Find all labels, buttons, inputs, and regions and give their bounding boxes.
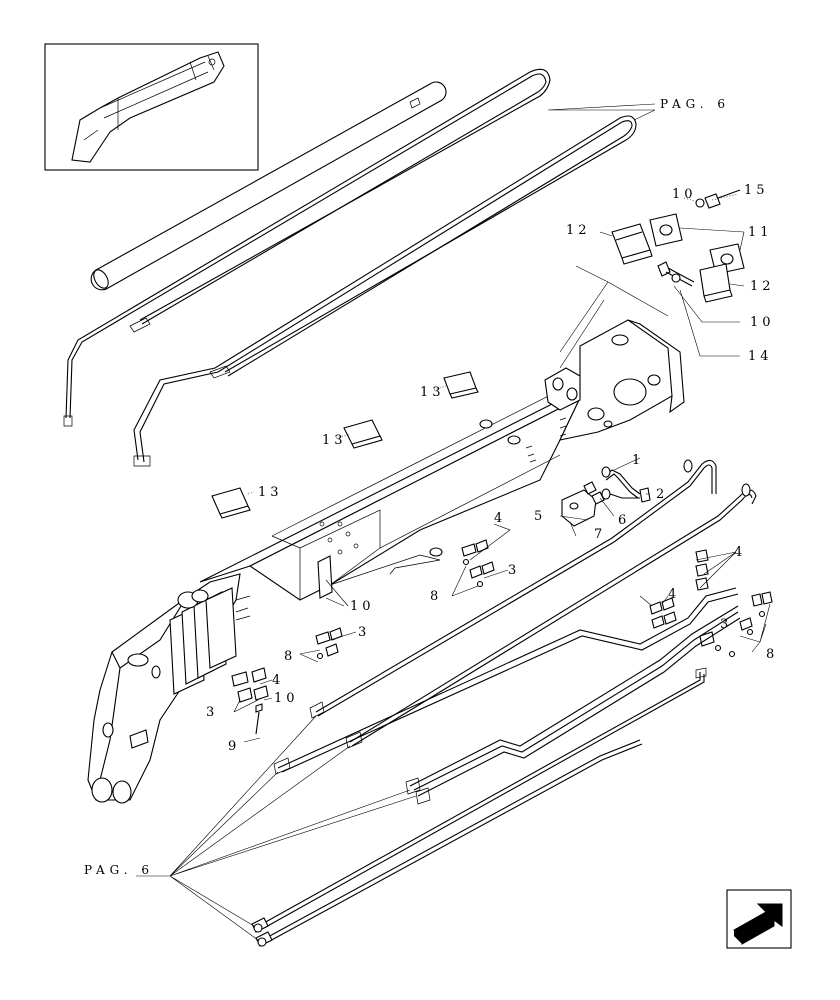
callout-4d: 4: [272, 673, 284, 688]
pag-ref-top: PAG. 6: [660, 97, 730, 111]
boom-overview-inset: [44, 43, 259, 171]
callout-8c: 8: [284, 649, 296, 664]
telescopic-boom: [87, 319, 685, 804]
callout-6: 6: [618, 513, 630, 528]
callout-13a: 13: [420, 385, 445, 400]
pag-ref-bottom-leaders: [136, 715, 417, 941]
callout-5: 5: [534, 509, 546, 524]
callout-10c: 10: [274, 691, 299, 706]
upper-pipe-1: [63, 68, 551, 427]
slider-pad-13: [211, 371, 479, 519]
callout-3c: 3: [358, 625, 370, 640]
upper-tube: [90, 81, 447, 291]
callout-4a: 4: [494, 511, 506, 526]
callout-10d: 10: [350, 599, 375, 614]
washer-icon: [695, 198, 705, 208]
callout-14: 14: [748, 349, 773, 364]
callout-15: 15: [744, 183, 769, 198]
callout-2: 2: [656, 487, 668, 502]
callout-4c: 4: [668, 587, 680, 602]
pad-hardware: [611, 189, 745, 303]
next-page-arrow-icon[interactable]: [726, 889, 792, 949]
hose-clamps: [231, 539, 773, 735]
callout-8a: 8: [430, 589, 442, 604]
callout-11: 11: [748, 225, 773, 240]
callout-4b: 4: [734, 545, 746, 560]
callout-3a: 3: [508, 563, 520, 578]
upper-pipe-2: [133, 115, 637, 467]
bolt-head-icon: [704, 193, 721, 209]
callout-1: 1: [632, 453, 644, 468]
callout-9: 9: [228, 739, 240, 754]
pag-ref-bottom: PAG. 6: [84, 863, 154, 877]
callout-13b: 13: [322, 433, 347, 448]
callout-13c: 13: [258, 485, 283, 500]
callout-10a: 10: [672, 187, 697, 202]
callout-3b: 3: [720, 617, 732, 632]
callout-7: 7: [594, 527, 606, 542]
callout-3d: 3: [206, 705, 218, 720]
lower-pipes: [251, 459, 757, 947]
callout-8b: 8: [766, 647, 778, 662]
callout-12a: 12: [566, 223, 591, 238]
callout-10b: 10: [750, 315, 775, 330]
valve-block: [561, 466, 651, 527]
callout-12b: 12: [750, 279, 775, 294]
